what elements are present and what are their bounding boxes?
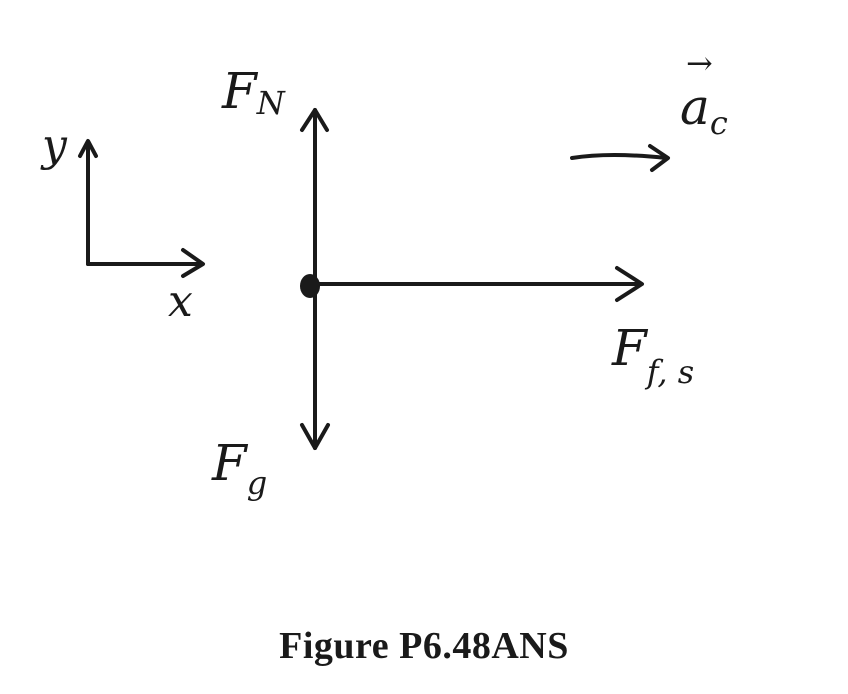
figure-caption: Figure P6.48ANS [279,625,569,667]
x-axis-label: x [168,276,193,327]
normal-force-label: FN [221,62,286,122]
y-axis-arrowhead [78,139,98,158]
gravity-force: Fg [211,288,330,502]
y-axis-label: y [40,120,68,171]
coordinate-axes: y x [40,120,205,327]
free-body-diagram: y x FN Fg Ff, s → ac [40,44,728,502]
acceleration-label: ac [680,78,728,142]
gravity-force-label: Fg [211,434,267,502]
x-axis-arrowhead [181,248,205,278]
acceleration-vector-mark: → [686,44,713,82]
normal-force-arrowhead [300,108,329,132]
normal-force: FN [221,62,329,290]
friction-force-arrowhead [615,266,644,302]
friction-force: Ff, s [313,266,694,391]
gravity-force-arrowhead [300,423,330,450]
friction-force-label: Ff, s [611,319,694,391]
centripetal-acceleration: → ac [570,44,728,172]
acceleration-arrowhead [648,144,670,172]
object-point [300,274,320,298]
acceleration-arrow [570,153,668,160]
